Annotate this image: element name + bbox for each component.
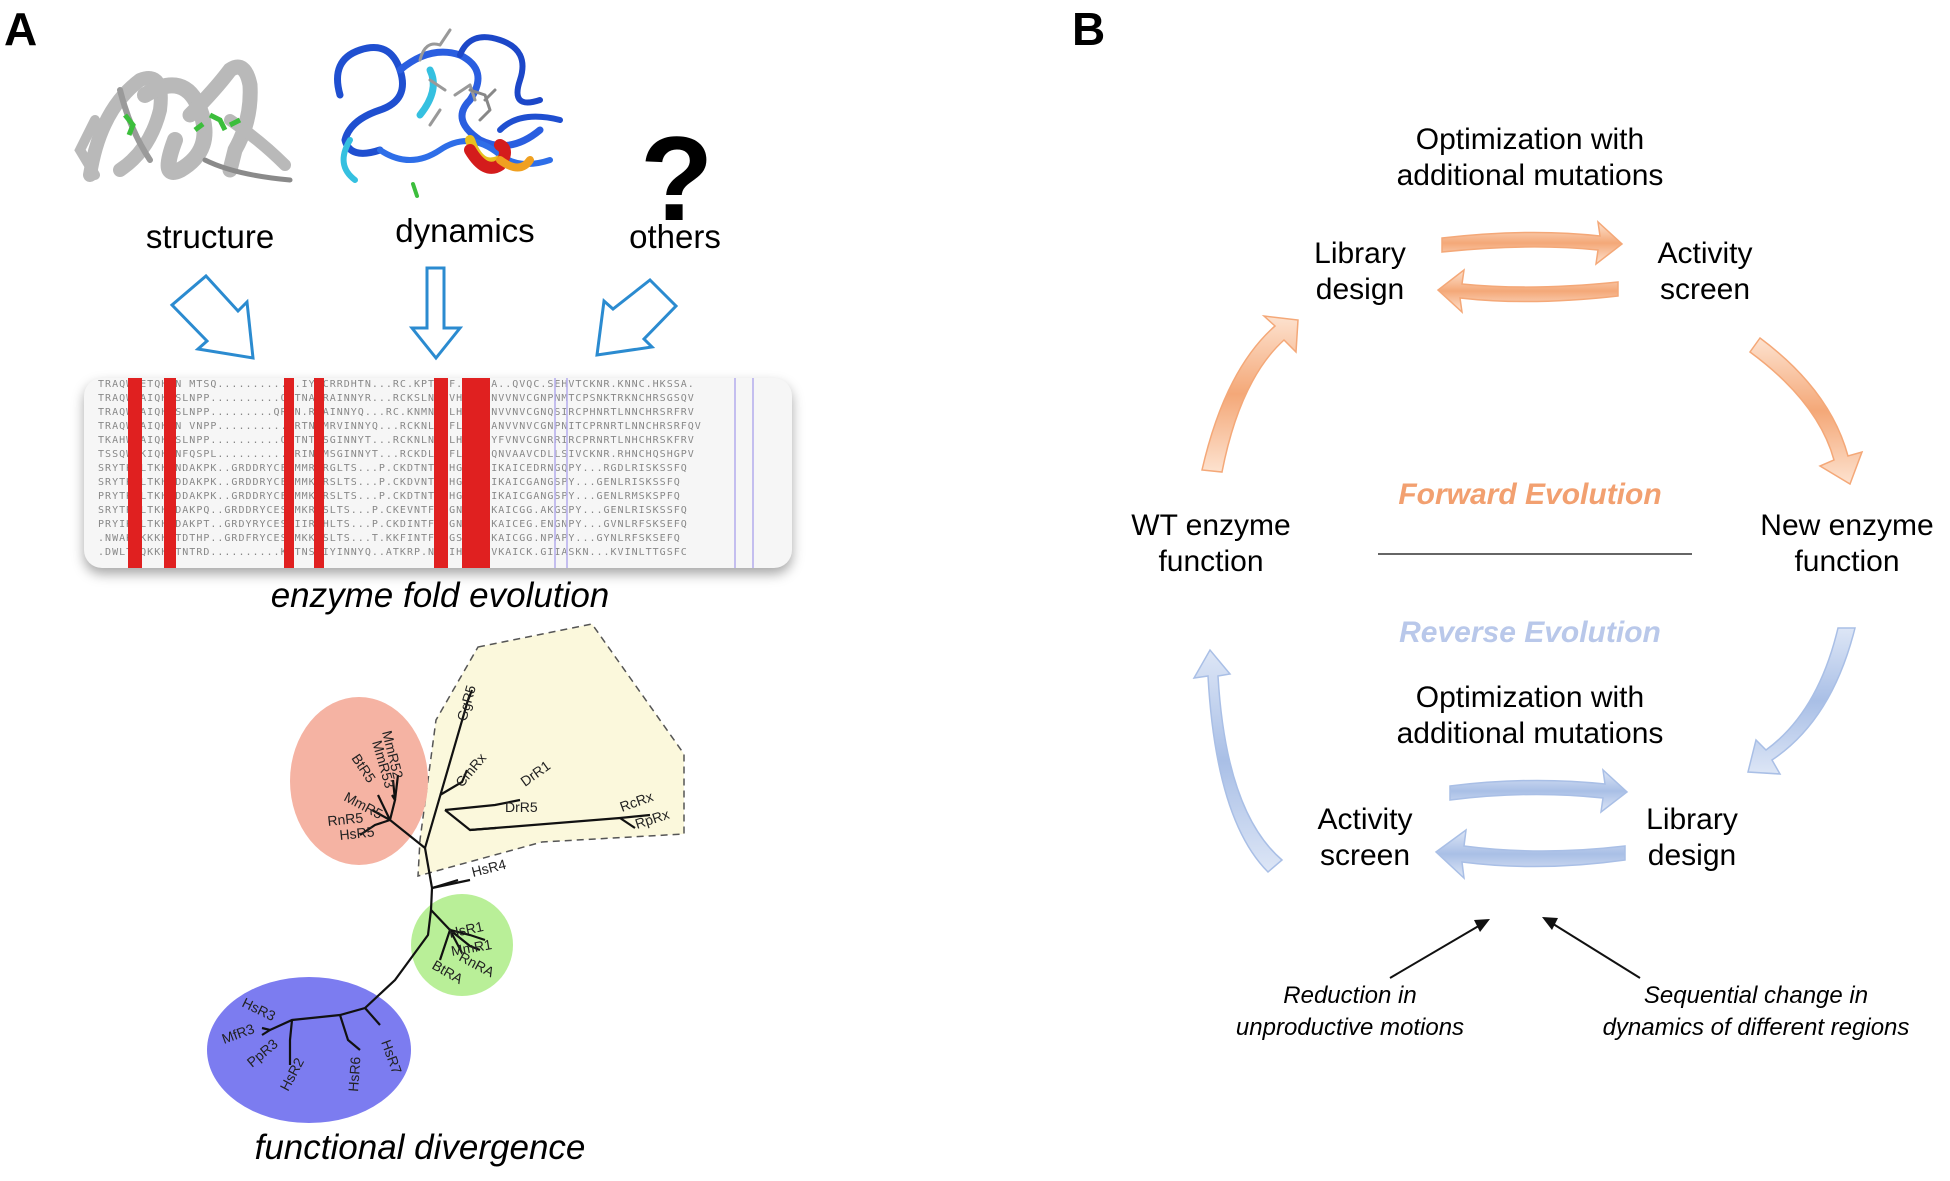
forward-library-design-label: Library design <box>1314 237 1406 306</box>
reverse-right-arrow <box>1747 627 1856 775</box>
reverse-bottom-left-arrow <box>1434 828 1626 880</box>
leaf-hsr2: HsR2 <box>277 1055 308 1094</box>
leaf-cmrx: CmRx <box>452 750 489 790</box>
wt-enzyme-function-label: WT enzyme function <box>1131 509 1291 578</box>
leaf-rnra: RnRA <box>457 949 498 981</box>
forward-right-arrow <box>1748 336 1864 486</box>
forward-optimization-label: Optimization with additional mutations <box>1396 123 1664 192</box>
leaf-mmr5: MmR5 <box>342 789 386 823</box>
leaf-mmr53: MmR53 <box>369 738 398 790</box>
structure-label: structure <box>145 218 275 255</box>
sequential-change-note: Sequential change in dynamics of differe… <box>1602 982 1910 1041</box>
forward-activity-screen-label: Activity screen <box>1657 237 1753 306</box>
leaf-mfr3: MfR3 <box>220 1020 257 1047</box>
sequence-alignment: TRAQWFETQHIN MTSQ..........Q.IY.CRRDHTN.… <box>84 378 792 568</box>
leaf-rcrx: RcRx <box>618 788 656 815</box>
leaf-hsr1: HsR1 <box>447 918 485 941</box>
reverse-left-arrow <box>1192 648 1284 874</box>
red-clade-region <box>290 697 428 865</box>
leaf-rnr5: RnR5 <box>327 809 364 829</box>
alignment-caption: enzyme fold evolution <box>270 576 610 615</box>
leaf-drr1: DrR1 <box>517 757 553 789</box>
tree-caption: functional divergence <box>254 1128 586 1167</box>
forward-top-right-arrow <box>1441 220 1624 266</box>
blue-clade-region <box>207 977 411 1123</box>
leaf-btr5: BtR5 <box>349 751 380 786</box>
leaf-hsr5: HsR5 <box>339 823 376 843</box>
dynamics-label: dynamics <box>395 212 535 249</box>
reverse-activity-screen-label: Activity screen <box>1317 803 1413 872</box>
forward-evolution-title: Forward Evolution <box>1398 478 1662 511</box>
leaf-hsr6: HsR6 <box>345 1056 363 1092</box>
leaf-drr5: DrR5 <box>505 799 538 815</box>
reverse-bottom-right-arrow <box>1449 768 1629 814</box>
leaf-ggr5: GgR5 <box>454 683 480 723</box>
reverse-library-design-label: Library design <box>1646 803 1738 872</box>
yellow-clade-region <box>417 623 685 877</box>
others-label: others <box>629 218 721 255</box>
leaf-mmr52: MmR52 <box>379 729 406 781</box>
forward-left-arrow <box>1201 314 1299 473</box>
left-note-pointer <box>1389 923 1483 979</box>
leaf-ppr3: PpR3 <box>244 1035 281 1070</box>
leaf-btra: BtRA <box>430 957 467 988</box>
new-enzyme-function-label: New enzyme function <box>1760 509 1934 578</box>
forward-top-left-arrow <box>1436 268 1619 314</box>
question-mark-glyph: ? <box>640 112 714 246</box>
reduction-note: Reduction in unproductive motions <box>1235 982 1465 1041</box>
phylogenetic-tree <box>207 623 685 1123</box>
green-clade-region <box>411 894 513 996</box>
leaf-mmr1: MmR1 <box>450 936 494 959</box>
leaf-rprx: RpRx <box>633 806 671 832</box>
right-note-pointer <box>1549 921 1641 979</box>
panel-a-letter: A <box>4 3 38 55</box>
reverse-evolution-title: Reverse Evolution <box>1399 616 1661 649</box>
dynamics-protein-image <box>334 28 563 198</box>
leaf-hsr7: HsR7 <box>378 1038 405 1077</box>
input-arrows <box>169 266 679 361</box>
leaf-hsr4: HsR4 <box>470 856 508 880</box>
leaf-hsr3: HsR3 <box>240 994 279 1024</box>
reverse-optimization-label: Optimization with additional mutations <box>1396 681 1664 750</box>
panel-b-letter: B <box>1072 3 1106 55</box>
